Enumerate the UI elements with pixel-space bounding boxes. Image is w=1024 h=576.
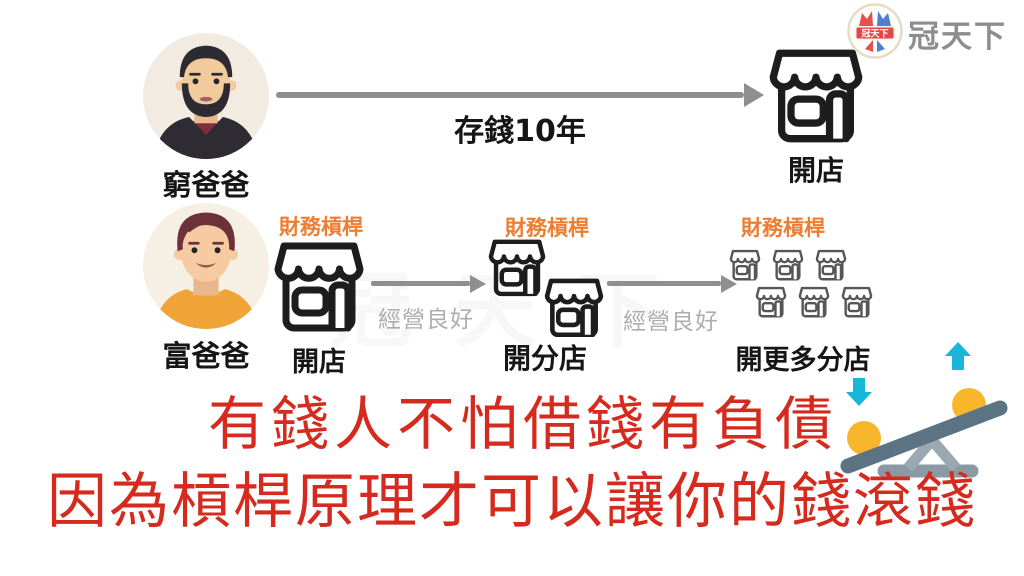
leverage-label-2: 財務槓桿 <box>505 216 589 240</box>
badge-crown-left <box>859 11 873 26</box>
branch-store-icon-b <box>541 277 607 340</box>
growth-arrow-1 <box>371 281 470 286</box>
mini-store-icon <box>729 249 761 281</box>
leverage-label-3: 財務槓桿 <box>741 216 825 240</box>
savings-arrow <box>276 92 744 98</box>
seesaw-icon <box>840 342 1008 478</box>
branch-store-icon-a <box>485 238 549 299</box>
leverage-label-1: 財務槓桿 <box>279 215 363 239</box>
branch-store-label: 開分店 <box>502 342 587 375</box>
mini-store-icon <box>841 286 873 318</box>
poor-dad-label: 窮爸爸 <box>162 168 250 202</box>
badge-text: 冠天下 <box>861 29 888 40</box>
down-arrow-icon <box>846 378 872 406</box>
rich-store-icon <box>269 240 369 336</box>
poor-dad-avatar <box>143 33 269 159</box>
brand-name: 冠天下 <box>908 19 1007 55</box>
rich-store-label: 開店 <box>292 347 346 378</box>
mini-store-icon <box>815 249 847 281</box>
savings-arrow-label: 存錢10年 <box>454 114 586 149</box>
growth-arrow-2 <box>607 281 721 286</box>
mini-store-icon <box>772 249 804 281</box>
brand-badge-icon: 冠天下 <box>847 3 903 59</box>
growth-label-1: 經營良好 <box>378 307 474 333</box>
poor-dad-store-label: 開店 <box>787 154 844 187</box>
rich-dad-avatar <box>143 203 269 329</box>
rich-dad-label: 富爸爸 <box>162 339 250 373</box>
mini-store-icon <box>798 286 830 318</box>
seesaw-ball-left <box>847 421 881 455</box>
growth-label-2: 經營良好 <box>623 309 719 335</box>
more-branches-label: 開更多分店 <box>735 345 871 376</box>
caption-line-2: 因為槓桿原理才可以讓你的錢滾錢 <box>47 467 977 537</box>
caption-line-1: 有錢人不怕借錢有負債 <box>207 390 838 458</box>
seesaw-plank <box>840 400 1008 474</box>
poor-dad-store-icon <box>763 47 869 147</box>
up-arrow-icon <box>945 342 971 370</box>
badge-crown-right <box>877 11 891 26</box>
mini-store-icon <box>755 286 787 318</box>
